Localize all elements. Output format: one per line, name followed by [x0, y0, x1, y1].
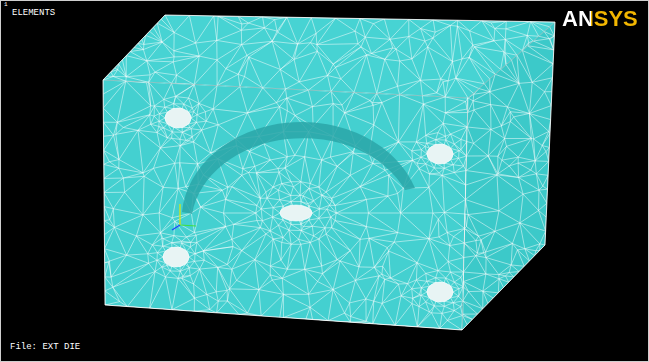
die-orifice — [280, 205, 312, 221]
bolt-hole — [427, 144, 453, 164]
window-number: 1 — [4, 1, 8, 8]
bolt-hole — [165, 108, 191, 128]
cavity-rim — [182, 122, 415, 214]
file-name: File: EXT DIE — [10, 342, 80, 352]
right-face — [462, 22, 555, 330]
block-outline — [103, 15, 555, 330]
front-face — [103, 80, 468, 330]
element-mesh — [462, 22, 555, 330]
bolt-hole — [163, 247, 189, 267]
element-mesh — [103, 15, 555, 98]
element-mesh — [103, 80, 468, 330]
axis-triad — [172, 204, 196, 230]
ansys-logo: ANSYS — [562, 6, 638, 32]
bolt-hole — [427, 282, 453, 302]
plot-title: ELEMENTS — [12, 8, 55, 18]
